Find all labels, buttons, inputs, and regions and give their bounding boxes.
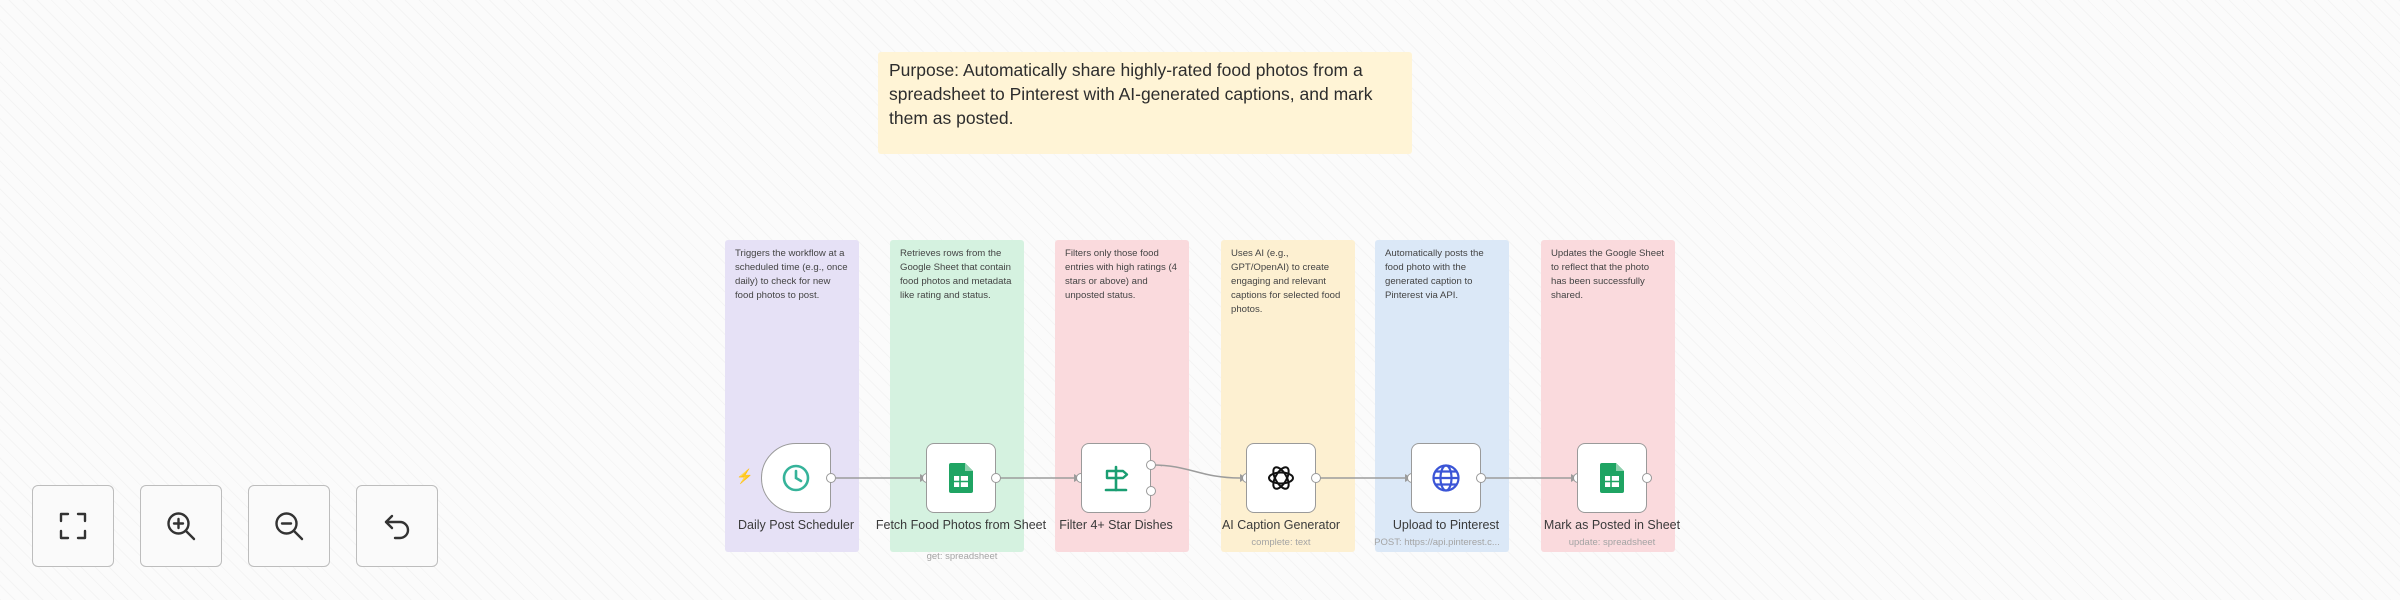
zoom-out-icon [275, 512, 304, 541]
sticky-note-text: Updates the Google Sheet to reflect that… [1551, 248, 1665, 301]
clock-icon [782, 464, 810, 492]
node-subtitle: POST: https://api.pinterest.c... [1374, 537, 1500, 548]
fit-view-button[interactable] [32, 485, 114, 567]
node-daily-post-scheduler[interactable] [761, 443, 831, 513]
node-upload-to-pinterest[interactable] [1411, 443, 1481, 513]
google-sheets-icon [949, 463, 973, 493]
globe-icon [1432, 464, 1460, 492]
node-subtitle: update: spreadsheet [1568, 537, 1656, 548]
sticky-note-text: Retrieves rows from the Google Sheet tha… [900, 248, 1012, 301]
output-handle[interactable] [1476, 473, 1486, 483]
reset-zoom-icon [384, 514, 410, 540]
node-filter-4-star-dishes[interactable] [1081, 443, 1151, 513]
google-sheets-icon [1600, 463, 1624, 493]
node-label: Mark as Posted in Sheet [1543, 518, 1681, 532]
node-label: Daily Post Scheduler [737, 518, 855, 532]
true-output-handle[interactable] [1146, 460, 1156, 470]
purpose-sticky-note[interactable]: Purpose: Automatically share highly-rate… [878, 52, 1412, 154]
sticky-note-text: Filters only those food entries with hig… [1065, 248, 1177, 301]
output-handle[interactable] [1311, 473, 1321, 483]
output-handle[interactable] [991, 473, 1001, 483]
output-handle[interactable] [826, 473, 836, 483]
zoom-in-icon [167, 512, 196, 541]
node-label: Fetch Food Photos from Sheet [875, 518, 1047, 532]
signpost-icon [1104, 465, 1129, 492]
sticky-note-mark-posted[interactable]: Updates the Google Sheet to reflect that… [1541, 240, 1675, 552]
lightning-icon: ⚡ [736, 468, 754, 484]
node-label: AI Caption Generator [1221, 518, 1341, 532]
output-handle[interactable] [1642, 473, 1652, 483]
node-label: Upload to Pinterest [1392, 518, 1500, 532]
purpose-note-text: Purpose: Automatically share highly-rate… [889, 60, 1373, 128]
sticky-note-fetch[interactable]: Retrieves rows from the Google Sheet tha… [890, 240, 1024, 552]
sticky-note-text: Triggers the workflow at a scheduled tim… [735, 248, 848, 301]
true-branch-label: · [1160, 463, 1162, 470]
zoom-out-button[interactable] [248, 485, 330, 567]
sticky-note-text: Uses AI (e.g., GPT/OpenAI) to create eng… [1231, 248, 1341, 315]
node-fetch-food-photos[interactable] [926, 443, 996, 513]
zoom-in-button[interactable] [140, 485, 222, 567]
sticky-note-text: Automatically posts the food photo with … [1385, 248, 1484, 301]
fit-view-icon [59, 512, 87, 540]
reset-zoom-button[interactable] [356, 485, 438, 567]
node-subtitle: complete: text [1251, 537, 1311, 548]
node-subtitle: get: spreadsheet [926, 551, 998, 562]
false-output-handle[interactable] [1146, 486, 1156, 496]
connection-line [1151, 464, 1241, 479]
node-ai-caption-generator[interactable] [1246, 443, 1316, 513]
node-mark-as-posted[interactable] [1577, 443, 1647, 513]
node-label: Filter 4+ Star Dishes [1059, 518, 1173, 532]
openai-icon [1268, 466, 1294, 490]
